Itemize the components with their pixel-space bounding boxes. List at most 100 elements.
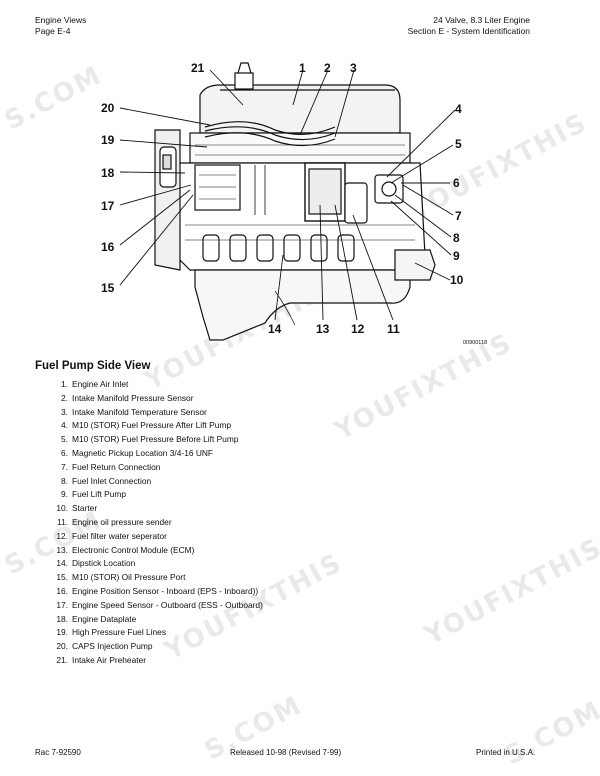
list-item: 13. Electronic Control Module (ECM) [56, 544, 263, 558]
list-item-label: Dipstick Location [72, 558, 136, 569]
list-item-number: 10. [56, 503, 68, 514]
list-item-label: Electronic Control Module (ECM) [72, 544, 195, 555]
list-item-label: High Pressure Fuel Lines [72, 627, 167, 638]
callout-label: 5 [455, 137, 462, 151]
list-item-number: 15. [56, 572, 68, 583]
parts-list: 1. Engine Air Inlet 2. Intake Manifold Pres… [56, 378, 263, 668]
footer-doc-number: Rac 7-92590 [35, 748, 81, 757]
section-title: Fuel Pump Side View [35, 360, 151, 372]
list-item-label: Intake Manifold Temperature Sensor [72, 406, 207, 417]
list-item-label: Magnetic Pickup Location 3/4-16 UNF [72, 447, 214, 458]
list-item-number: 13. [56, 544, 68, 555]
header-doc-title: Engine Views [35, 15, 87, 25]
list-item-number: 1. [61, 379, 68, 389]
list-item-label: M10 (STOR) Fuel Pressure Before Lift Pum… [72, 434, 239, 445]
list-item-number: 11. [56, 516, 68, 527]
page-header-left: Engine Views Page E-4 [35, 15, 86, 37]
list-item-label: Fuel Inlet Connection [72, 475, 152, 486]
callout-label: 19 [101, 133, 115, 147]
list-item: 7. Fuel Return Connection [57, 461, 263, 475]
list-item-label: Engine Speed Sensor - Outboard (ESS - Ou… [72, 599, 263, 610]
list-item: 18. Engine Dataplate [56, 613, 263, 627]
list-item: 6. Magnetic Pickup Location 3/4-16 UNF [57, 447, 263, 461]
list-item-label: Engine Air Inlet [72, 379, 129, 389]
list-item: 12. Fuel filter water seperator [56, 530, 263, 544]
list-item: 4. M10 (STOR) Fuel Pressure After Lift Pu… [57, 419, 263, 433]
list-item-number: 4. [61, 420, 68, 431]
header-engine-name: 24 Valve, 8.3 Liter Engine [433, 15, 530, 25]
callout-label: 15 [101, 281, 115, 295]
list-item-number: 3. [61, 406, 68, 417]
list-item-number: 14. [56, 558, 68, 569]
list-item-number: 9. [61, 489, 68, 500]
callout-label: 18 [101, 166, 115, 180]
list-item: 15. M10 (STOR) Oil Pressure Port [56, 571, 263, 585]
callout-label: 17 [101, 199, 115, 213]
callout-label: 9 [453, 249, 460, 263]
page-header-right: 24 Valve, 8.3 Liter Engine Section E - S… [408, 15, 530, 37]
list-item-number: 20. [56, 641, 68, 652]
list-item-label: Fuel Lift Pump [72, 489, 126, 500]
list-item: 3. Intake Manifold Temperature Sensor [57, 406, 263, 420]
leader-lines [119, 69, 456, 321]
footer-release-date: Released 10-98 (Revised 7-99) [230, 748, 342, 757]
list-item-label: Engine Dataplate [72, 613, 137, 624]
list-item-number: 6. [61, 447, 68, 458]
callout-label: 14 [268, 322, 282, 336]
callout-label: 13 [316, 322, 330, 336]
list-item: 21. Intake Air Preheater [56, 654, 263, 668]
engine-drawing [154, 62, 436, 341]
list-item-number: 21. [56, 654, 68, 665]
figure-code: 00900118 [463, 340, 487, 346]
list-item-label: Intake Air Preheater [72, 654, 147, 665]
watermark: S.COM [500, 695, 600, 772]
list-item-label: Starter [72, 503, 98, 514]
callout-label: 16 [101, 240, 115, 254]
callout-label: 10 [450, 273, 464, 287]
list-item-label: Fuel Return Connection [72, 461, 161, 472]
callout-label: 3 [350, 61, 357, 75]
list-item: 10. Starter [56, 502, 263, 516]
callout-label: 12 [351, 322, 365, 336]
list-item-number: 19. [56, 627, 68, 638]
callout-label: 2 [324, 61, 331, 75]
list-item-number: 7. [61, 461, 68, 472]
callout-label: 21 [191, 61, 205, 75]
engine-diagram: 21 1 2 3 4 5 6 7 8 9 10 11 12 13 14 15 1… [101, 61, 487, 346]
list-item-number: 17. [56, 599, 68, 610]
callout-label: 11 [387, 322, 400, 336]
callout-label: 4 [455, 102, 462, 116]
callout-label: 20 [101, 101, 115, 115]
callout-label: 6 [453, 176, 460, 190]
list-item-label: CAPS Injection Pump [72, 641, 153, 652]
header-section-name: Section E - System Identification [407, 26, 530, 36]
list-item-label: M10 (STOR) Oil Pressure Port [72, 572, 186, 583]
list-item-number: 2. [61, 392, 68, 403]
list-item-label: Intake Manifold Pressure Sensor [72, 392, 194, 403]
list-item-number: 12. [56, 530, 68, 541]
header-page-number: Page E-4 [35, 26, 71, 36]
list-item-number: 5. [61, 434, 68, 445]
list-item: 16.Engine Position Sensor - Inboard (EPS… [56, 585, 263, 599]
list-item: 11. Engine oil pressure sender [57, 516, 263, 530]
footer-printed: Printed in U.S.A. [476, 748, 536, 757]
callout-label: 7 [455, 209, 462, 223]
list-item-label: Fuel filter water seperator [72, 530, 167, 541]
list-item: 5. M10 (STOR) Fuel Pressure Before Lift P… [57, 433, 263, 447]
list-item-label: M10 (STOR) Fuel Pressure After Lift Pump [72, 420, 232, 431]
watermark: YOUFIXTHIS [420, 532, 600, 652]
list-item: 8. Fuel Inlet Connection [57, 475, 263, 489]
list-item: 1. Engine Air Inlet [57, 378, 263, 392]
list-item: 20. CAPS Injection Pump [56, 640, 263, 654]
list-item-number: 8. [61, 475, 68, 486]
list-item: 9. Fuel Lift Pump [57, 488, 263, 502]
list-item: 17. Engine Speed Sensor - Outboard (ESS -… [56, 599, 263, 613]
list-item-number: 18. [56, 613, 68, 624]
list-item-label: Engine oil pressure sender [72, 516, 172, 527]
list-item-label: Engine Position Sensor - Inboard (EPS - … [72, 585, 259, 596]
list-item: 19. High Pressure Fuel Lines [56, 626, 263, 640]
callout-label: 8 [453, 231, 460, 245]
watermark: S.COM [0, 60, 108, 137]
list-item: 14. Dipstick Location [56, 557, 263, 571]
list-item: 2. Intake Manifold Pressure Sensor [57, 392, 263, 406]
